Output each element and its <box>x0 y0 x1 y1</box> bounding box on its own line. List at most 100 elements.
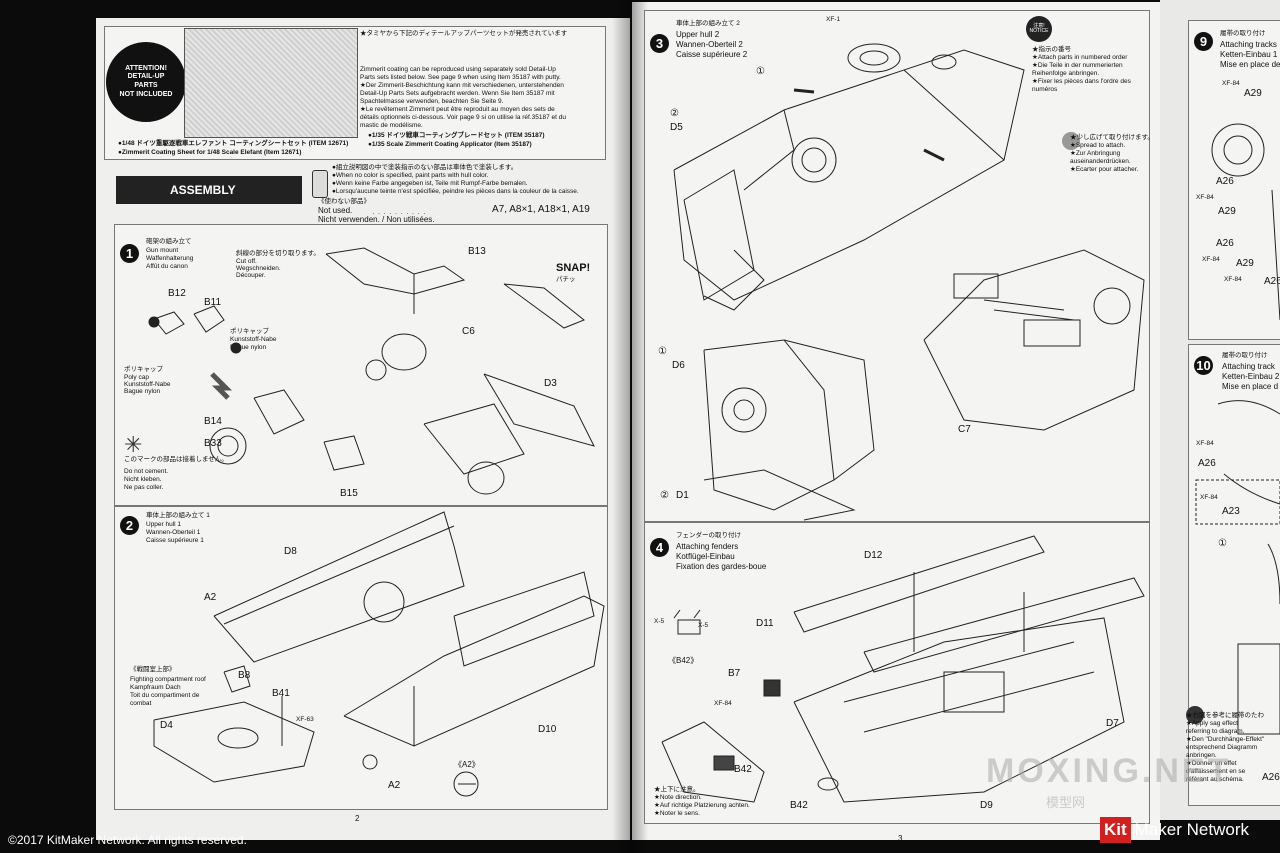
step-10-box <box>1188 344 1280 806</box>
step-4-title-fr: Fixation des gardes-boue <box>676 562 767 571</box>
part-label-a26-side: A26 <box>1262 772 1280 783</box>
polycap-left-jp: ポリキャップ <box>124 366 163 373</box>
logo-rest: Maker Network <box>1134 820 1249 839</box>
step-10-title: Attaching track <box>1222 362 1275 371</box>
watermark-sub-text: 模型网 <box>1046 795 1086 810</box>
step-3-title-jp: 車体上部の組み立て 2 <box>676 20 740 27</box>
part-label-a2: A2 <box>204 592 217 603</box>
snap-jp: パチッ <box>556 276 576 283</box>
paint-note: ●Lorsqu'aucune teinte n'est spécifiée, p… <box>332 188 579 195</box>
logo-kit: Kit <box>1100 817 1131 843</box>
part-label-b33: B33 <box>204 438 222 449</box>
part-label-d5: D5 <box>670 122 683 133</box>
paint-label: XF-84 <box>1224 276 1242 283</box>
step-4-number: 4 <box>650 538 669 557</box>
spread-line: ★Ecarter pour attacher. <box>1070 166 1139 173</box>
fighting-roof: combat <box>130 700 152 707</box>
fighting-roof-jp: 《戦闘室上部》 <box>130 666 176 673</box>
step-10-drawing <box>1195 400 1280 735</box>
assembly-header: ASSEMBLY <box>116 176 302 204</box>
note-line: Detail-Up Parts Sets aufgebracht werden.… <box>360 90 555 97</box>
paint-label: XF-84 <box>1196 440 1214 447</box>
step-1-number: 1 <box>120 244 139 263</box>
part-label-a26: A26 <box>1198 458 1216 469</box>
step-2-title-fr: Caisse supérieure 1 <box>146 537 204 544</box>
step-3-title-en: Upper hull 2 <box>676 30 720 39</box>
part-label-d7: D7 <box>1106 718 1119 729</box>
note-line: Spachtelmasse verwenden, beachten Sie Se… <box>360 98 504 105</box>
attention-badge: ATTENTION! DETAIL-UP PARTS NOT INCLUDED <box>106 42 186 122</box>
sag-line: référant au schéma. <box>1186 776 1244 783</box>
step-4-title-en: Attaching fenders <box>676 542 739 551</box>
step-1-drawing <box>148 247 595 495</box>
direction-note: ★Auf richtige Platzierung achten. <box>654 802 750 809</box>
paint-label: XF-84 <box>1222 80 1240 87</box>
sag-line: anbringen. <box>1186 752 1217 759</box>
part-label-a29: A29 <box>1244 88 1262 99</box>
part-label-b12: B12 <box>168 288 186 299</box>
polycap-left: Kunststoff-Nabe <box>124 381 171 388</box>
direction-jp: ★上下に注意。 <box>654 786 700 793</box>
page-number-left: 2 <box>355 814 360 823</box>
step-9-box <box>1188 20 1280 340</box>
spread-marker-icon <box>1062 132 1080 150</box>
step-9-title-jp: 履帯の取り付け <box>1220 30 1266 37</box>
sag-line: ★右図を参考に履帯のたわ <box>1186 712 1264 719</box>
step-4-title-jp: フェンダーの取り付け <box>676 532 741 539</box>
step-2-number: 2 <box>120 516 139 535</box>
nocement-jp: このマークの部品は接着しません。 <box>124 456 228 463</box>
part-label-b11: B11 <box>204 297 222 308</box>
part-label-a29: A29 <box>1236 258 1254 269</box>
step-1-title-jp: 砲架の組み立て <box>146 238 192 245</box>
part-label-d1: D1 <box>676 490 689 501</box>
seq-marker: ① <box>756 66 765 77</box>
fighting-roof: Kampfraum Dach <box>130 684 181 691</box>
part-label-d6: D6 <box>672 360 685 371</box>
paint-label-xf84: XF-84 <box>714 700 732 707</box>
sag-line: referring to diagram. <box>1186 728 1245 735</box>
paint-label-xf63: XF-63 <box>296 716 314 723</box>
kitmaker-logo: Kit Maker Network <box>1100 817 1249 843</box>
step-1-title-en: Gun mount <box>146 247 179 254</box>
seq-marker: ① <box>658 346 667 357</box>
fighting-roof: Toit du compartiment de <box>130 692 200 699</box>
cut-note: Cut off. <box>236 258 257 265</box>
fighting-roof: Fighting compartment roof <box>130 676 206 683</box>
copyright-text: ©2017 KitMaker Network. All rights reser… <box>8 833 247 847</box>
page-gutter-shadow <box>612 0 648 853</box>
part-label-b42: B42 <box>734 764 752 775</box>
spread-line: ★少し広げて取り付けます。 <box>1070 134 1154 141</box>
note-line: mastic de modélisme. <box>360 122 423 129</box>
part-label-b7: B7 <box>728 668 741 679</box>
sag-line: ★Apply sag effect <box>1186 720 1238 727</box>
part-label-b8: B8 <box>238 670 251 681</box>
step-4-title-de: Kotflügel-Einbau <box>676 552 735 561</box>
polycap-left: Bague nylon <box>124 388 161 395</box>
part-label-b41: B41 <box>272 688 290 699</box>
polycap-left: Poly cap <box>124 374 149 381</box>
step-3-drawing <box>673 43 1145 521</box>
paint-note: ●Wenn keine Farbe angegeben ist, Teile m… <box>332 180 528 187</box>
step-4-box <box>644 522 1150 824</box>
paint-note: ●組立説明図の中で塗装指示のない部品は車体色で塗装します。 <box>332 164 518 171</box>
set2-jp: ●1/35 ドイツ戦車コーティングブレードセット (ITEM 35187) <box>368 132 545 139</box>
page-number-right: 3 <box>898 834 903 843</box>
note-line: Zimmerit coating can be reproduced using… <box>360 66 556 73</box>
part-label-d8: D8 <box>284 546 297 557</box>
part-label-b14: B14 <box>204 416 222 427</box>
paint-label: XF-84 <box>1200 494 1218 501</box>
paint-label: XF-84 <box>1196 194 1214 201</box>
paint-label-x5: X-5 <box>698 622 709 629</box>
nocement-note: Ne pas coller. <box>124 484 164 491</box>
note-line: ★Le revêtement Zimmerit peut être reprod… <box>360 106 555 113</box>
step-2-title-en: Upper hull 1 <box>146 521 182 528</box>
sag-line: ★Donner un effet <box>1186 760 1237 767</box>
paint-icon <box>312 170 328 198</box>
part-label-a26: A26 <box>1216 176 1234 187</box>
part-label-d11: D11 <box>756 618 774 629</box>
spread-line: ★Zur Anbringung <box>1070 150 1121 157</box>
notice-line: ★指示の番号 <box>1032 46 1071 53</box>
notice-line: ★Attach parts in numbered order <box>1032 54 1128 61</box>
note-line: détails optionnels ci-dessous. Voir page… <box>360 114 566 121</box>
step-9-title: Ketten-Einbau 1 <box>1220 50 1278 59</box>
